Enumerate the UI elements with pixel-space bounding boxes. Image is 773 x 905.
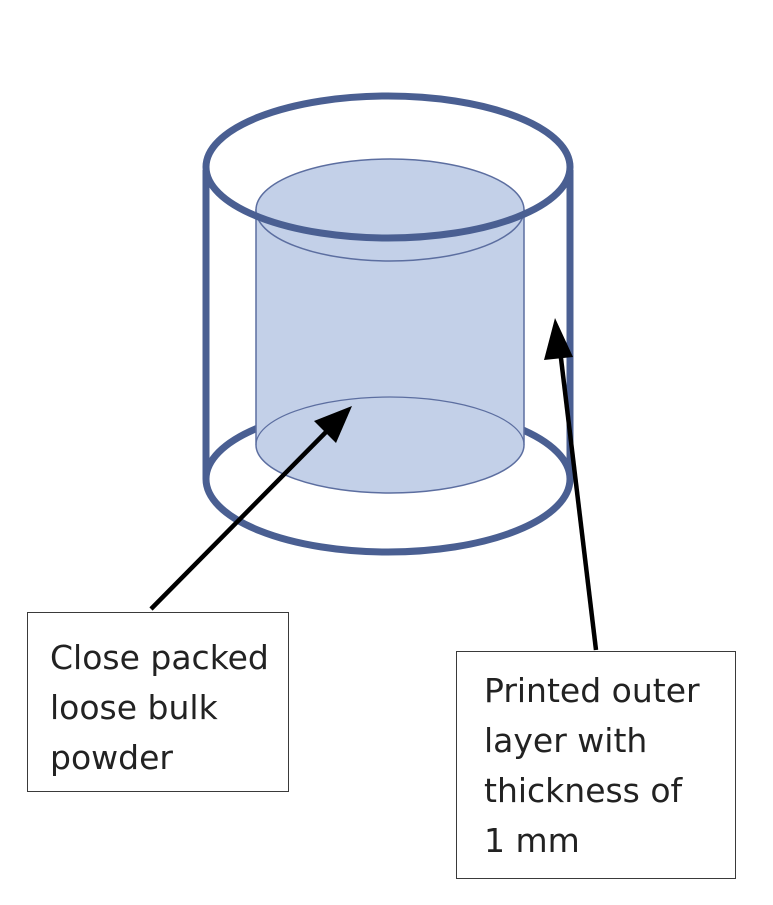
outer-layer-label-line-2: layer with xyxy=(484,721,648,760)
powder-label-box: Close packed loose bulk powder xyxy=(27,612,289,792)
arrow-to-outer-layer xyxy=(544,318,599,651)
powder-label-line-2: loose bulk xyxy=(50,688,218,727)
outer-layer-label-line-1: Printed outer xyxy=(484,671,700,710)
inner-cylinder-bottom-back xyxy=(255,396,525,446)
outer-layer-label-line-4: 1 mm xyxy=(484,821,580,860)
inner-powder-cylinder xyxy=(255,158,525,494)
arrow-to-outer-layer-head xyxy=(544,318,573,360)
powder-label-line-3: powder xyxy=(50,738,173,777)
outer-layer-label-box: Printed outer layer with thickness of 1 … xyxy=(456,651,736,879)
powder-label-line-1: Close packed xyxy=(50,638,269,677)
outer-cylinder-bottom-front xyxy=(202,478,574,556)
outer-layer-label-line-3: thickness of xyxy=(484,771,683,810)
inner-cylinder-top xyxy=(255,158,525,262)
arrow-to-powder xyxy=(149,406,352,611)
arrow-to-powder-head xyxy=(314,406,352,443)
outer-cylinder-top-rim xyxy=(202,92,574,242)
